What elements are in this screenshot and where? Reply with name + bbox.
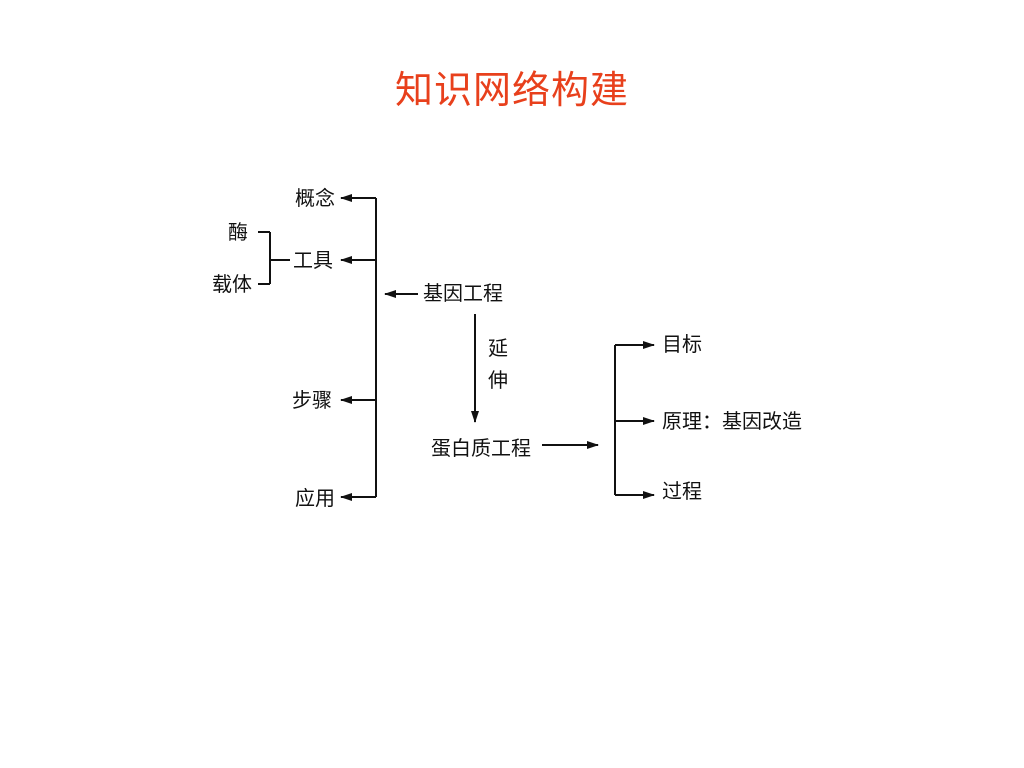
node-application: 应用 bbox=[295, 486, 335, 510]
node-enzyme: 酶 bbox=[228, 220, 248, 244]
extension-label-char-1: 延 bbox=[488, 336, 508, 360]
node-concept: 概念 bbox=[295, 186, 335, 210]
node-protein-engineering: 蛋白质工程 bbox=[431, 436, 531, 460]
node-vector: 载体 bbox=[212, 272, 252, 296]
node-goal: 目标 bbox=[662, 332, 702, 356]
page-title: 知识网络构建 bbox=[394, 68, 629, 112]
node-process: 过程 bbox=[662, 479, 702, 503]
node-genetic-engineering: 基因工程 bbox=[423, 281, 503, 305]
extension-label-char-2: 伸 bbox=[488, 368, 508, 392]
node-steps: 步骤 bbox=[292, 388, 332, 412]
node-principle: 原理：基因改造 bbox=[662, 409, 802, 433]
node-tools: 工具 bbox=[293, 248, 333, 272]
